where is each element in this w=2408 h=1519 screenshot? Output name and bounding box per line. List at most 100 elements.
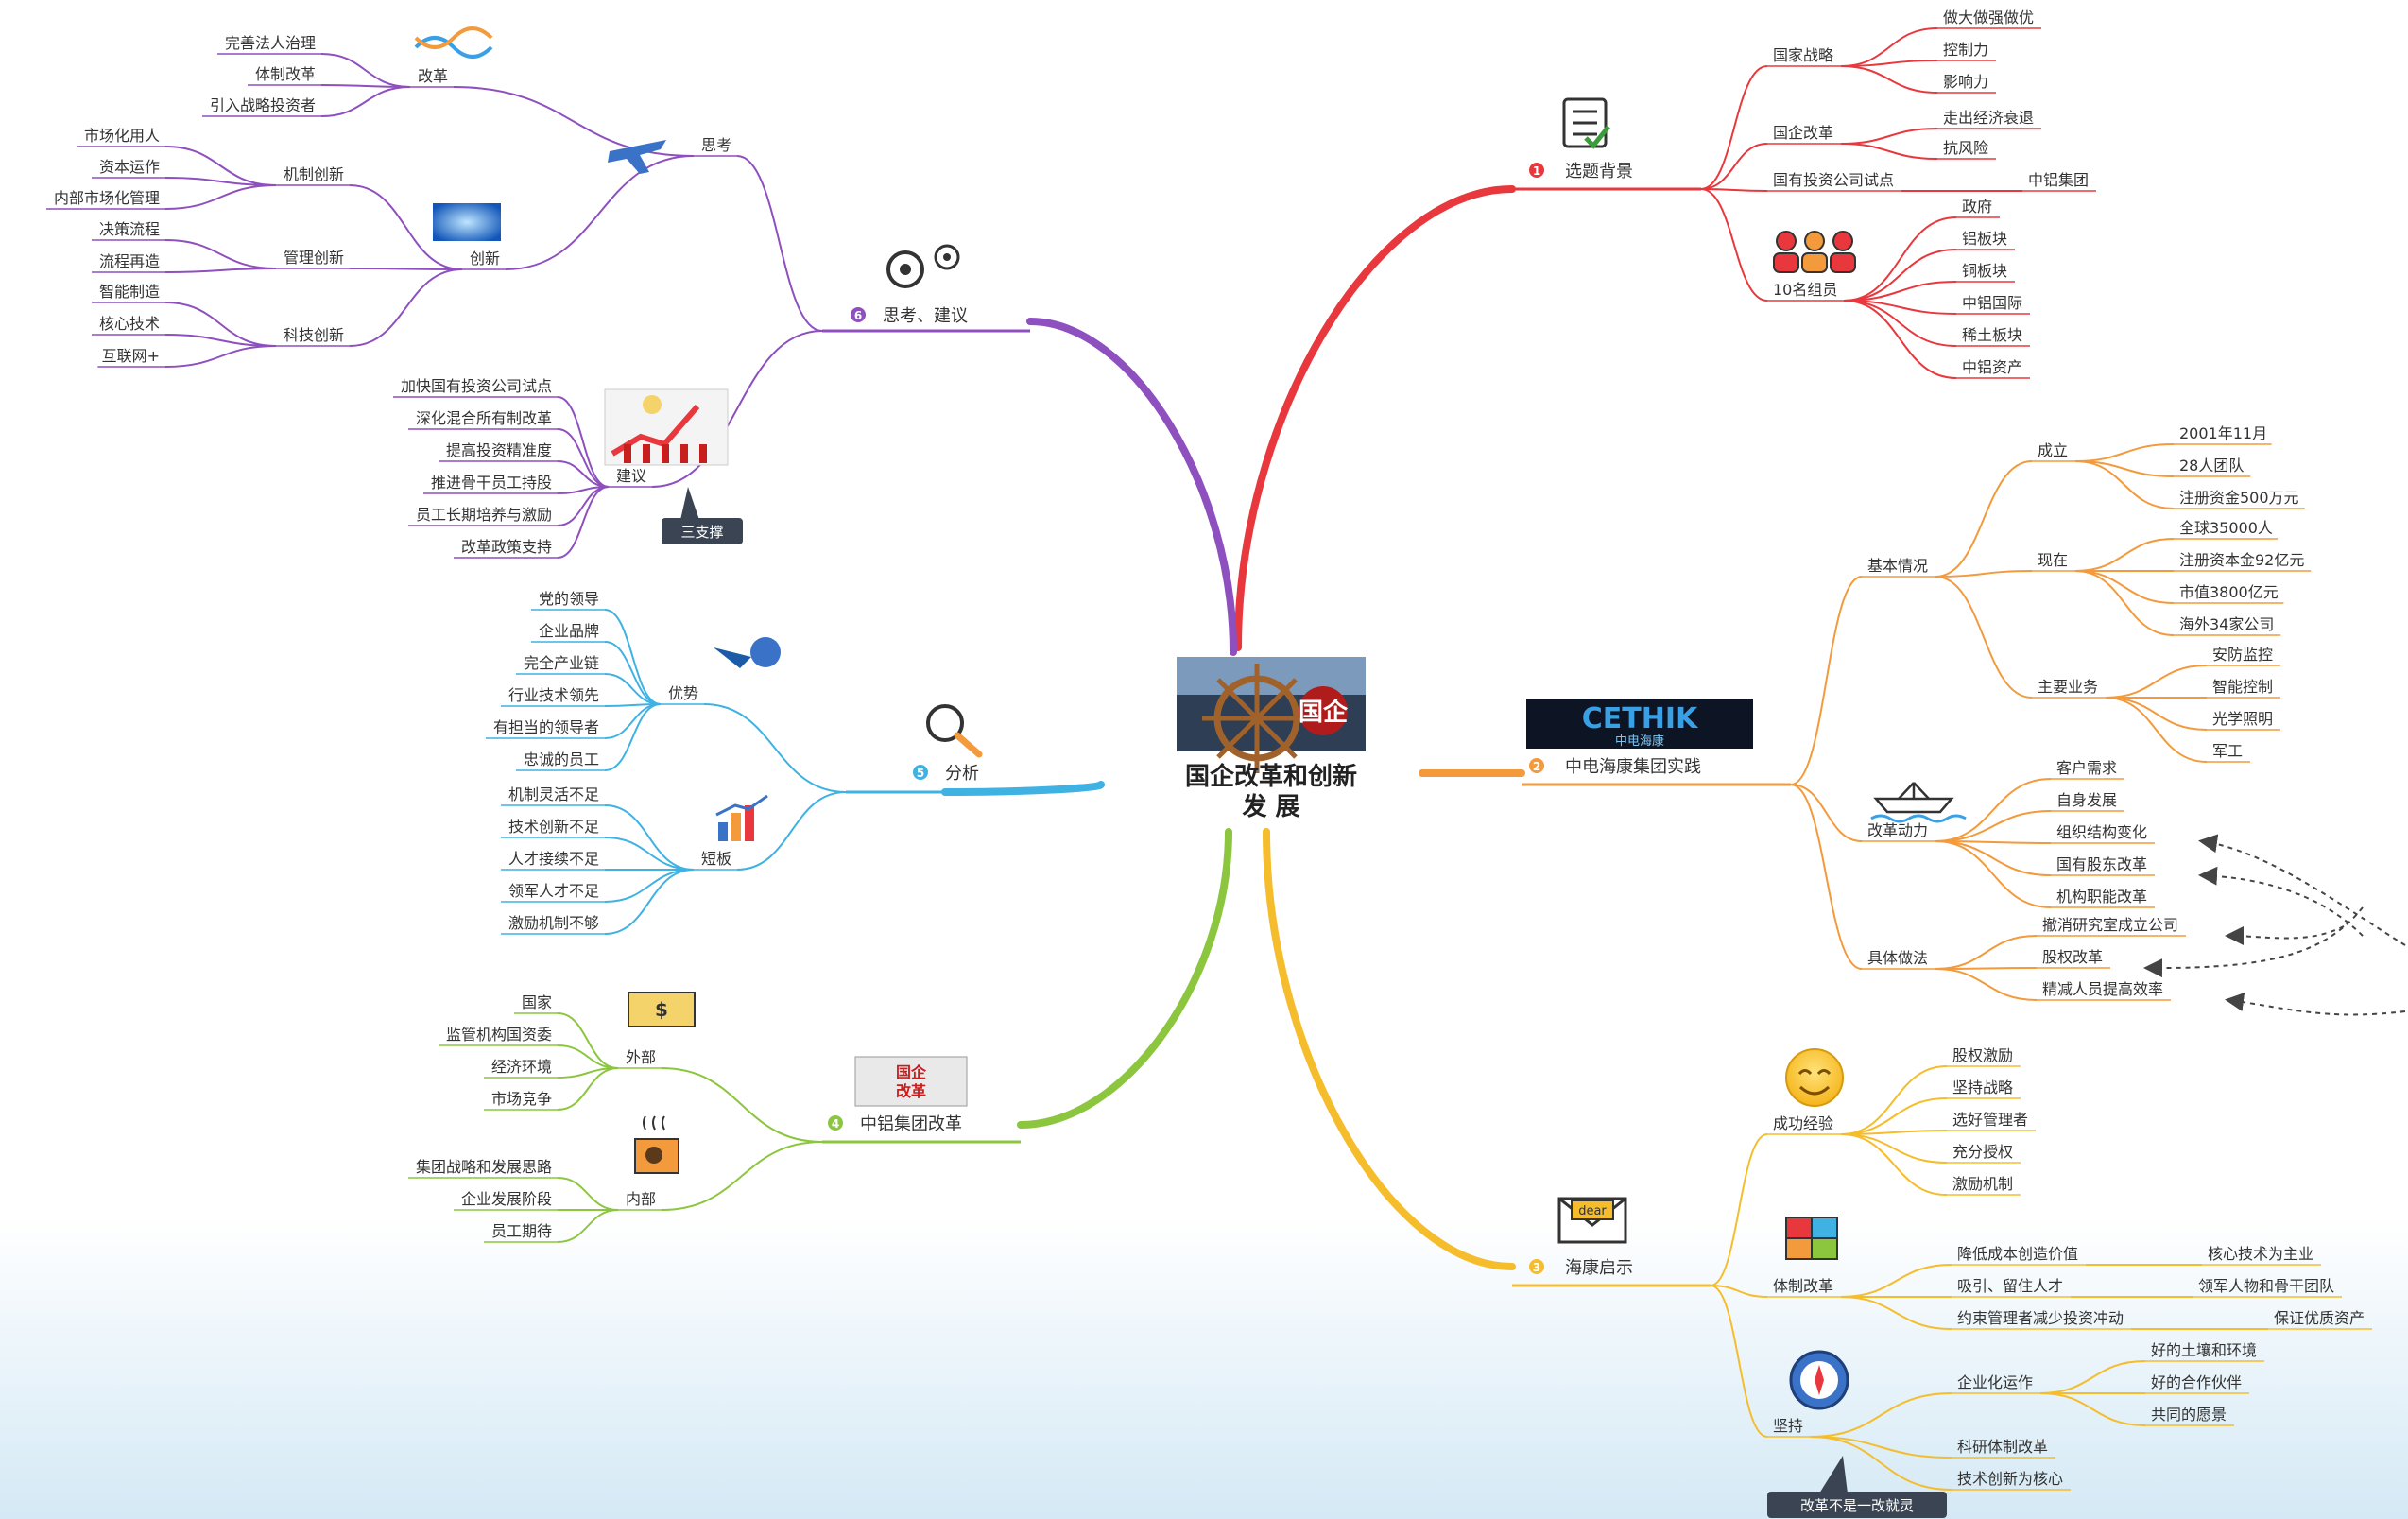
node-label: 光学照明: [2212, 710, 2273, 728]
node-label: 降低成本创造价值: [1957, 1245, 2078, 1263]
node-label: 客户需求: [2056, 759, 2117, 777]
magnifier-icon: [926, 704, 983, 758]
node-label: 智能控制: [2212, 678, 2273, 696]
node-label: 优势: [668, 684, 698, 702]
node-label: 全球35000人: [2179, 519, 2273, 537]
node-label: 深化混合所有制改革: [416, 409, 552, 427]
checklist-icon: [1562, 97, 1610, 149]
node-label: 完善法人治理: [225, 34, 316, 52]
bar-chart-icon: [715, 794, 768, 841]
edge: [1935, 840, 2052, 908]
edge: [349, 268, 463, 347]
node-label: 中铝资产: [1962, 358, 2022, 376]
node-label: 自身发展: [2056, 791, 2117, 809]
node-label: 完全产业链: [524, 654, 599, 672]
edge: [604, 703, 662, 739]
edge: [1710, 1133, 1768, 1286]
node-label: 思考: [701, 136, 731, 154]
node-label: 坚持: [1773, 1417, 1803, 1435]
node-label: 机制创新: [284, 165, 344, 183]
edge: [1840, 1130, 1948, 1135]
node-label: 科研体制改革: [1957, 1438, 2048, 1456]
edge: [1935, 810, 2052, 842]
edge: [164, 239, 277, 269]
edge: [1840, 65, 1938, 94]
node-label: 领军人物和骨干团队: [2198, 1277, 2334, 1295]
edge: [1844, 249, 1957, 302]
globe-icon: [714, 637, 781, 668]
edge: [1840, 1264, 1952, 1298]
node-label: 市场竞争: [491, 1090, 552, 1108]
node-label: 具体做法: [1867, 949, 1928, 967]
node-label: 铝板块: [1962, 230, 2007, 248]
edge: [1935, 840, 2052, 876]
edge: [164, 184, 277, 210]
boat-icon: [1870, 782, 1967, 823]
edge: [1840, 1133, 1948, 1196]
dashed-arrow: [2198, 834, 2406, 946]
edge: [164, 334, 277, 347]
node-label: 推进骨干员工持股: [431, 474, 552, 492]
node-label: 短板: [701, 850, 731, 868]
logo-subtext: 中电海康: [1615, 734, 1664, 749]
edge: [1840, 143, 1938, 160]
innovation-icon: [433, 203, 501, 241]
edge: [2074, 460, 2175, 477]
node-label: 好的土壤和环境: [2151, 1341, 2257, 1359]
node-label: 国企改革: [1773, 124, 1833, 142]
node-label: 激励机制不够: [508, 914, 599, 932]
node-label: 员工期待: [491, 1222, 552, 1240]
node-label: 铜板块: [1962, 262, 2007, 280]
node-label: 内部: [626, 1190, 656, 1208]
node-label: 政府: [1962, 198, 1992, 216]
node-label: 核心技术为主业: [2208, 1245, 2313, 1263]
edge: [349, 268, 463, 270]
node-label: 企业发展阶段: [461, 1190, 552, 1208]
edge: [1840, 60, 1938, 67]
edge: [557, 1209, 619, 1243]
node-label: 抗风险: [1943, 139, 1988, 157]
node-label: 领军人才不足: [508, 882, 599, 900]
node-label: 28人团队: [2179, 457, 2244, 475]
edge: [557, 396, 610, 488]
node-label: 共同的愿景: [2151, 1406, 2227, 1424]
edge: [1710, 1285, 1768, 1298]
node-label: 坚持战略: [1952, 1079, 2013, 1096]
center-title: 国企改革和创新: [1185, 762, 1357, 791]
node-label: 管理创新: [284, 249, 344, 267]
edge: [2039, 1392, 2146, 1426]
number-badge-text: 6: [854, 309, 862, 322]
node-label: 决策流程: [99, 220, 160, 238]
node-label: 体制改革: [255, 65, 316, 83]
edge: [604, 837, 695, 871]
node-label: 选好管理者: [1952, 1111, 2028, 1129]
edge: [320, 53, 411, 88]
node-label: 改革政策支持: [461, 538, 552, 556]
edge: [557, 486, 610, 559]
node-label: 市值3800亿元: [2179, 583, 2279, 601]
edge: [2105, 697, 2208, 731]
node-label: 10名组员: [1773, 281, 1837, 299]
edge: [604, 869, 695, 903]
edge: [349, 184, 463, 270]
node-label: 技术创新不足: [508, 818, 599, 836]
number-badge: [851, 307, 866, 322]
node-label: 精减人员提高效率: [2042, 980, 2163, 998]
dashed-arrow: [2225, 993, 2406, 1016]
edge: [164, 268, 277, 273]
edge: [1935, 778, 2052, 842]
logo-text: CETHIK: [1582, 702, 1699, 735]
node-label: 外部: [626, 1048, 656, 1066]
number-badge-text: 3: [1533, 1261, 1540, 1274]
branch-3-title: 海康启示: [1565, 1258, 1633, 1278]
node-label: 智能制造: [99, 283, 160, 301]
edge: [1700, 188, 1768, 302]
edge: [1810, 1436, 1952, 1459]
node-label: 创新: [470, 250, 500, 268]
node-label: 改革: [418, 67, 448, 85]
edge: [1710, 1285, 1768, 1438]
edge: [2074, 443, 2175, 462]
